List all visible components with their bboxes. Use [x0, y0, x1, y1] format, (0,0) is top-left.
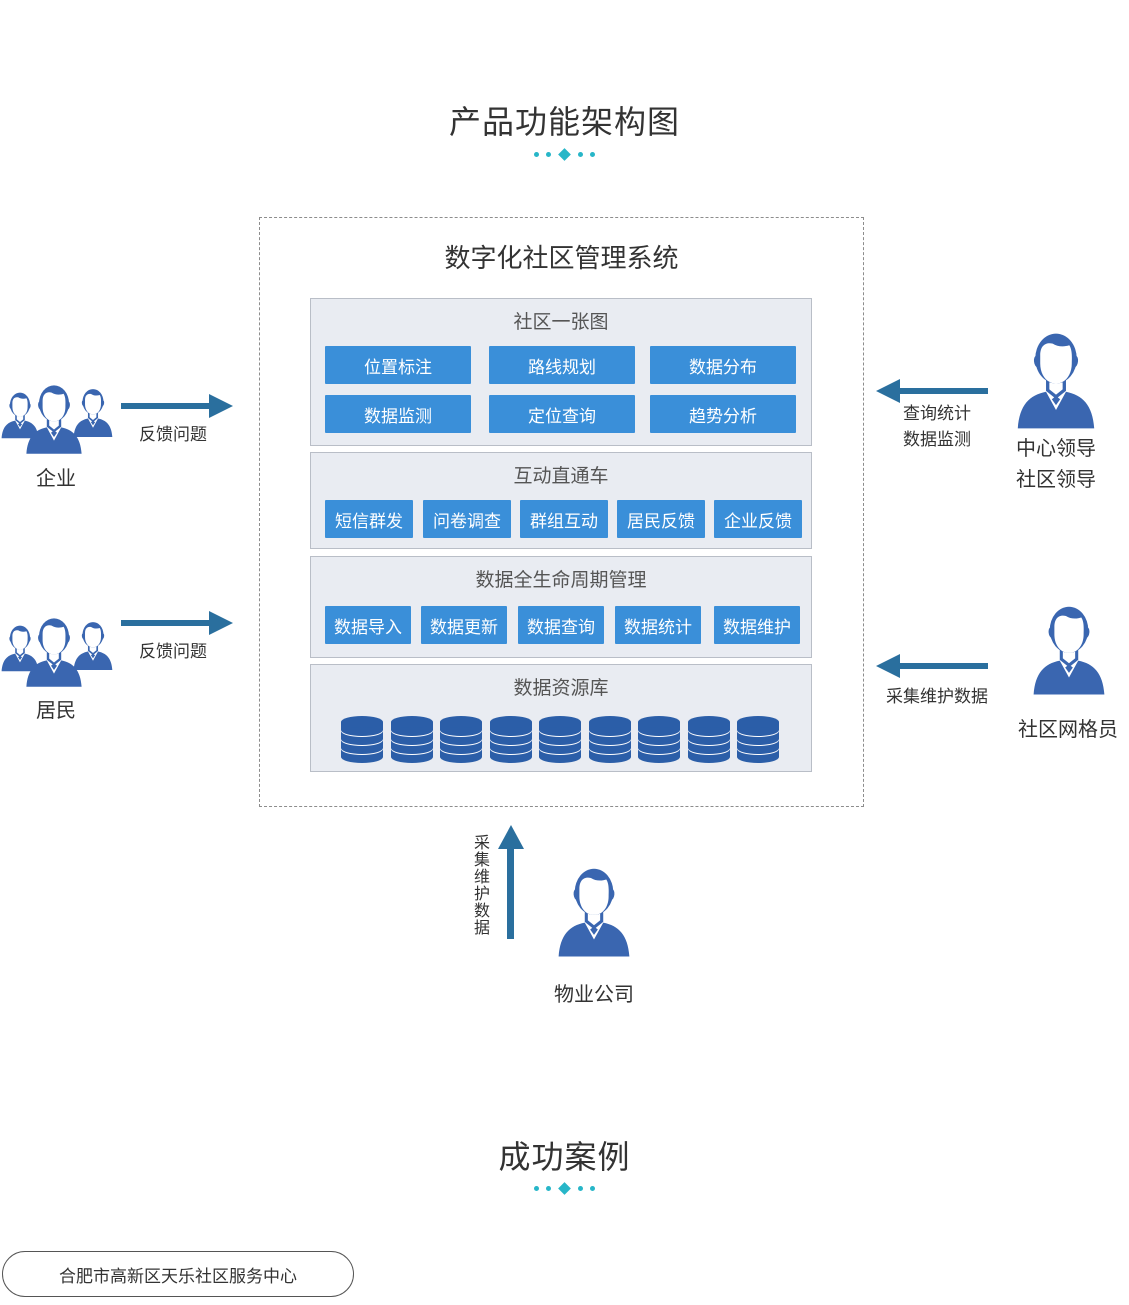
module-button[interactable]: 居民反馈	[617, 500, 705, 538]
database-icon	[489, 716, 532, 763]
database-icon	[539, 716, 581, 763]
leaders-arrow-label: 查询统计 数据监测	[888, 401, 986, 453]
layer-title: 数据资源库	[513, 677, 609, 699]
module-button[interactable]: 趋势分析	[650, 395, 796, 433]
layer-title: 数据全生命周期管理	[475, 569, 647, 591]
layer-community-map: 社区一张图 位置标注 路线规划 数据分布 数据监测 定位查询 趋势分析	[310, 298, 812, 446]
actor-property-label: 物业公司	[554, 982, 634, 1006]
module-button[interactable]: 数据查询	[518, 606, 604, 644]
layer-interaction: 互动直通车 短信群发 问卷调查 群组互动 居民反馈 企业反馈	[310, 452, 812, 549]
database-icon	[737, 716, 779, 763]
module-button[interactable]: 定位查询	[489, 395, 635, 433]
module-button[interactable]: 数据统计	[615, 606, 701, 644]
resident-group-icon	[0, 617, 114, 688]
layer-data-repository: 数据资源库	[310, 664, 812, 772]
layer-data-lifecycle: 数据全生命周期管理 数据导入 数据更新 数据查询 数据统计 数据维护	[310, 556, 812, 658]
section-title-cases: 成功案例	[498, 1138, 631, 1176]
actor-leaders-label: 中心领导 社区领导	[1000, 433, 1112, 495]
grid-worker-arrow-label: 采集维护数据	[886, 687, 988, 707]
enterprise-group-icon	[0, 384, 114, 455]
module-button[interactable]: 位置标注	[325, 346, 471, 384]
leaders-arrow-label-line1: 查询统计	[903, 404, 971, 424]
actor-enterprise-label: 企业	[36, 466, 76, 490]
system-boundary: 数字化社区管理系统 社区一张图 位置标注 路线规划 数据分布 数据监测 定位查询…	[259, 217, 864, 807]
case-tab-tianle[interactable]: 合肥市高新区天乐社区服务中心	[2, 1251, 354, 1297]
title-divider-dots	[0, 1181, 1129, 1195]
database-icon	[341, 716, 383, 763]
module-button[interactable]: 群组互动	[520, 500, 608, 538]
grid-worker-person-icon	[1031, 605, 1107, 696]
layer-title: 社区一张图	[513, 311, 609, 333]
leaders-arrow-label-line2: 数据监测	[903, 430, 971, 450]
module-button[interactable]: 数据更新	[421, 606, 507, 644]
property-person-icon	[556, 867, 632, 958]
enterprise-arrow	[121, 394, 233, 418]
module-button[interactable]: 数据监测	[325, 395, 471, 433]
leader-label-line2: 社区领导	[1016, 467, 1096, 491]
property-arrow-label: 采集维护数据	[471, 834, 490, 936]
grid-worker-arrow	[876, 654, 988, 678]
database-icon	[638, 716, 680, 763]
section-title-architecture: 产品功能架构图	[448, 103, 680, 141]
database-icon	[390, 716, 433, 763]
module-button[interactable]: 短信群发	[325, 500, 413, 538]
system-title: 数字化社区管理系统	[444, 244, 679, 274]
database-icon	[687, 716, 730, 763]
module-button[interactable]: 企业反馈	[714, 500, 802, 538]
module-button[interactable]: 数据维护	[714, 606, 800, 644]
leader-person-icon	[1016, 331, 1096, 430]
enterprise-arrow-label: 反馈问题	[139, 425, 207, 445]
layer-title: 互动直通车	[513, 465, 609, 487]
database-icon	[440, 716, 482, 763]
resident-arrow-label: 反馈问题	[139, 642, 207, 662]
leaders-arrow	[876, 379, 988, 403]
resident-arrow	[121, 611, 233, 635]
actor-grid-worker-label: 社区网格员	[1018, 717, 1118, 741]
module-button[interactable]: 数据分布	[650, 346, 796, 384]
title-divider-dots	[0, 147, 1129, 161]
module-button[interactable]: 路线规划	[489, 346, 635, 384]
module-button[interactable]: 数据导入	[325, 606, 411, 644]
property-arrow	[498, 825, 524, 939]
database-icon	[588, 716, 631, 763]
leader-label-line1: 中心领导	[1016, 436, 1096, 460]
actor-resident-label: 居民	[36, 698, 76, 722]
module-button[interactable]: 问卷调查	[423, 500, 511, 538]
